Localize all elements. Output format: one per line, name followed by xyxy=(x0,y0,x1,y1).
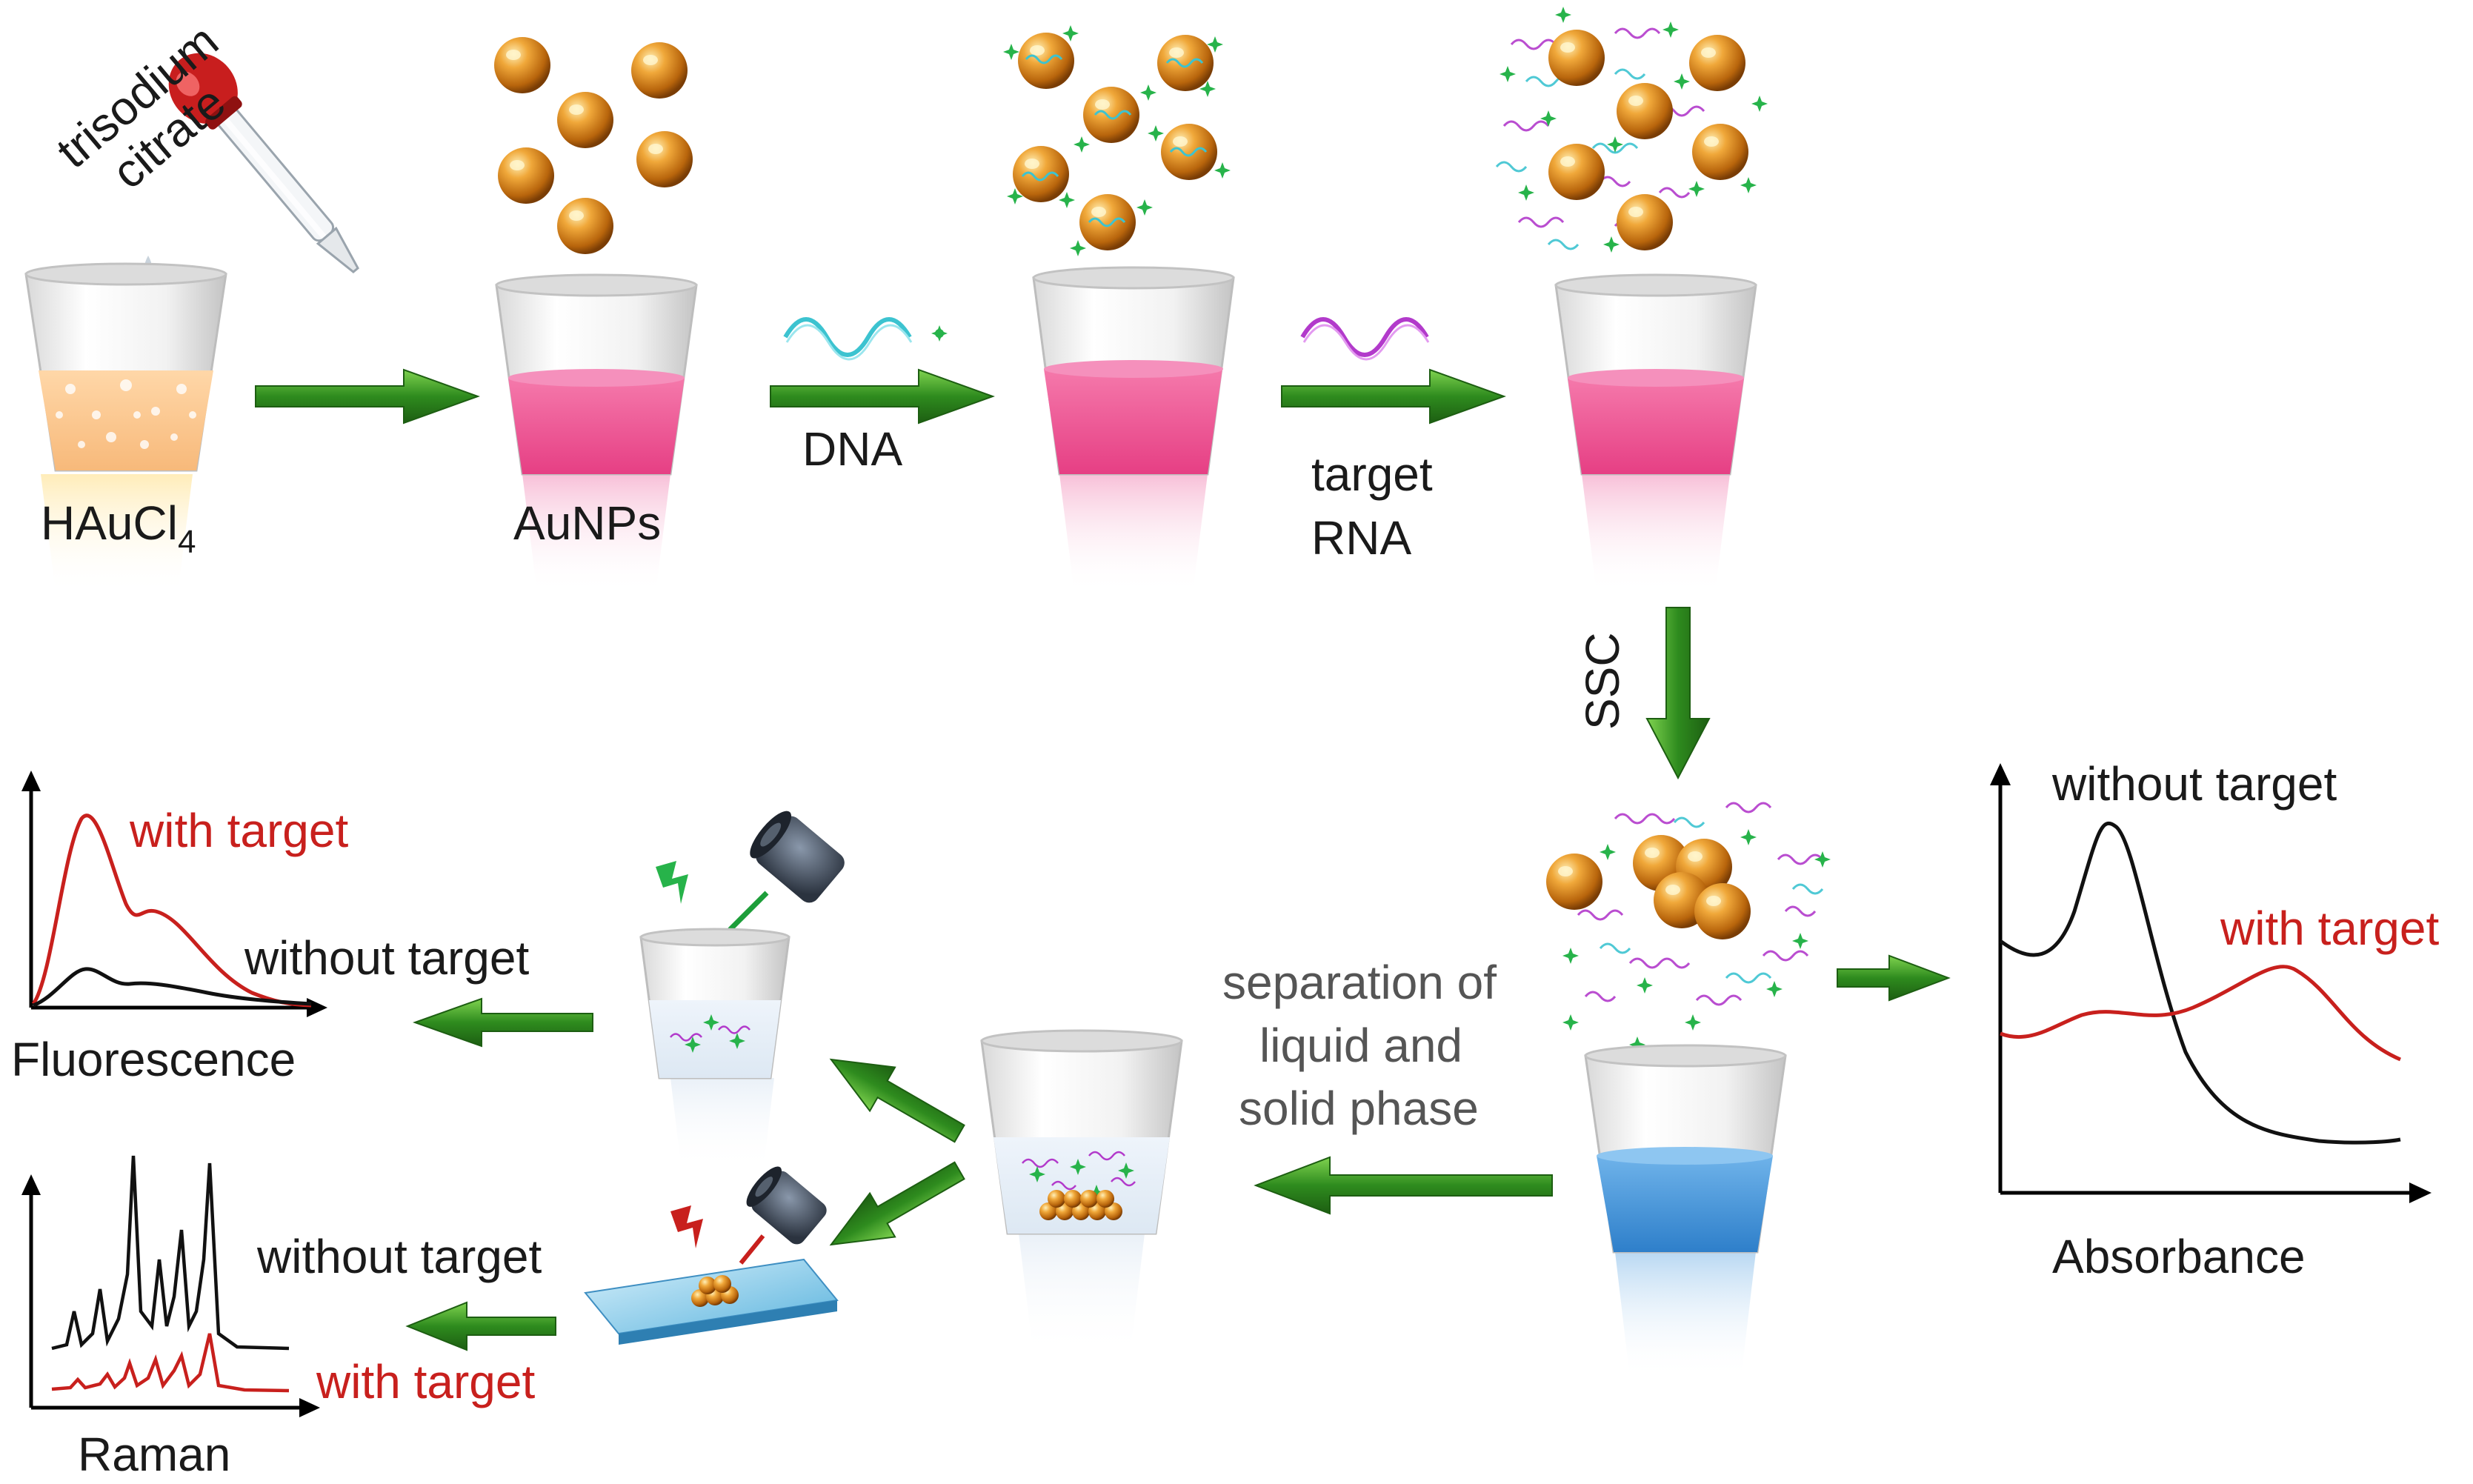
target-label-line1: target xyxy=(1311,447,1433,501)
lightning-icon xyxy=(670,1205,703,1248)
hybridized-nanoparticles xyxy=(1495,7,1768,253)
aunps-label: AuNPs xyxy=(513,496,661,550)
dna-label: DNA xyxy=(802,422,902,476)
beaker-separated xyxy=(1584,1044,1787,1378)
gold-nanoparticles xyxy=(494,37,693,254)
x-axis-arrowhead xyxy=(307,998,327,1017)
raman-setup xyxy=(584,1166,839,1345)
arrow-right xyxy=(770,368,995,425)
pipette-icon xyxy=(168,53,359,274)
dna-functionalized-nanoparticles xyxy=(1003,25,1231,256)
raman-without-label: without target xyxy=(256,1230,542,1283)
absorbance-axis-label: Absorbance xyxy=(2052,1230,2306,1283)
curve-with-target xyxy=(2000,965,2401,1062)
detector-icon xyxy=(746,1166,827,1245)
y-axis-arrowhead xyxy=(1990,763,2011,785)
arrow-right xyxy=(255,368,480,425)
arrow-down-left xyxy=(829,1161,965,1246)
fluorescence-plot: with target without target Fluorescence xyxy=(11,771,529,1086)
raman-plot: without target with target Raman xyxy=(21,1155,542,1481)
absorbance-plot: without target with target Absorbance xyxy=(1990,757,2439,1283)
fluorescence-with-label: with target xyxy=(129,804,348,857)
raman-with-label: with target xyxy=(316,1355,535,1408)
curve-with-target xyxy=(31,813,312,1008)
separation-label-line1: separation of xyxy=(1222,956,1497,1009)
fluorescence-axis-label: Fluorescence xyxy=(11,1033,296,1086)
raman-axis-label: Raman xyxy=(78,1428,230,1481)
sediment-pellet xyxy=(691,1275,739,1307)
arrow-left xyxy=(405,1301,556,1351)
arrow-left xyxy=(1254,1156,1553,1215)
beaker-precursor xyxy=(24,262,227,593)
separation-label-line2: liquid and xyxy=(1259,1019,1462,1072)
x-axis-arrowhead xyxy=(2409,1182,2432,1203)
target-rna-icon xyxy=(1300,317,1430,361)
curve-without-target xyxy=(51,1155,290,1351)
separation-label-line3: solid phase xyxy=(1239,1082,1479,1135)
absorbance-with-label: with target xyxy=(2220,902,2439,955)
arrow-left xyxy=(413,997,593,1048)
absorbance-without-label: without target xyxy=(2051,757,2337,811)
curve-with-target xyxy=(51,1333,290,1393)
lightning-icon xyxy=(656,861,688,904)
dna-probe-icon xyxy=(783,317,948,361)
x-axis-arrowhead xyxy=(299,1398,320,1417)
emission-beam xyxy=(728,891,769,932)
beaker-probe xyxy=(1032,266,1235,593)
curve-without-target xyxy=(32,967,312,1008)
arrow-down xyxy=(1645,607,1711,780)
precursor-label: HAuCl4 xyxy=(41,496,196,560)
sediment-pellet xyxy=(1039,1190,1122,1220)
y-axis-arrowhead xyxy=(21,771,41,791)
y-axis-arrowhead xyxy=(21,1174,41,1195)
arrow-up-left xyxy=(829,1058,965,1143)
beaker-hybridized xyxy=(1554,273,1757,593)
beaker-aunps xyxy=(495,273,698,593)
beaker-sediment xyxy=(980,1029,1183,1356)
fluorescence-setup xyxy=(639,811,845,1171)
arrow-right xyxy=(1837,954,1951,1002)
fluorescence-without-label: without target xyxy=(244,931,529,985)
target-label-line2: RNA xyxy=(1311,511,1411,565)
aggregated-nanoparticles xyxy=(1546,802,1831,1053)
arrow-right xyxy=(1281,368,1506,425)
curve-without-target xyxy=(1999,821,2401,1145)
detector-icon xyxy=(750,811,845,903)
ssc-label: SSC xyxy=(1576,632,1629,730)
laser-beam xyxy=(739,1234,765,1265)
